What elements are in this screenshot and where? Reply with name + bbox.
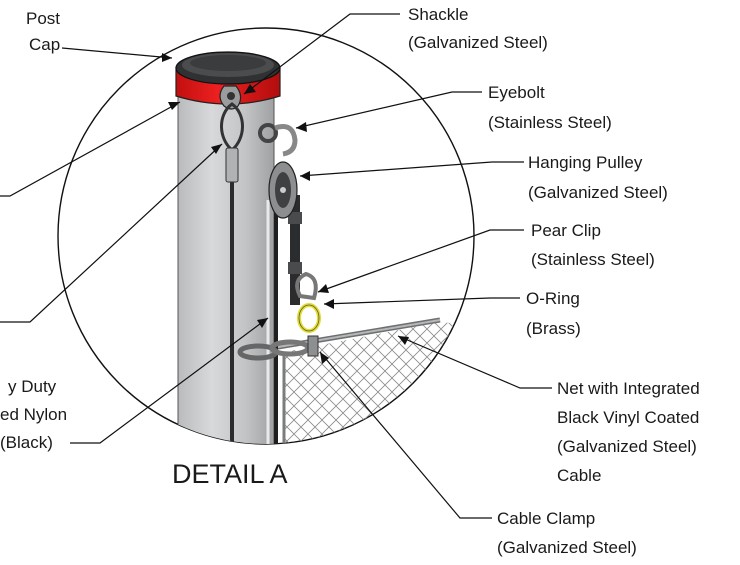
pear-clip [295,271,318,301]
shackle [219,85,242,110]
hanging-pulley-label: Hanging Pulley (Galvanized Steel) [528,153,668,202]
pear-clip-label: Pear Clip (Stainless Steel) [531,221,655,269]
rope-label: y Duty ed Nylon (Black) [0,377,72,452]
cable-clamp-label: Cable Clamp (Galvanized Steel) [497,509,637,557]
leader-lines [0,13,552,519]
net-label: Net with Integrated Black Vinyl Coated (… [557,379,704,485]
cable-thimble [220,102,244,183]
post-cap-label: Post Cap [26,9,65,54]
eyebolt [258,123,298,157]
hanging-pulley [268,161,298,219]
eyebolt-label: Eyebolt (Stainless Steel) [488,83,612,132]
cable-clamp [237,335,319,361]
detail-artwork [177,80,470,444]
o-ring-label: O-Ring (Brass) [526,289,585,338]
detail-caption: DETAIL A [172,459,288,489]
shackle-label: Shackle (Galvanized Steel) [408,5,548,52]
post [178,80,274,444]
